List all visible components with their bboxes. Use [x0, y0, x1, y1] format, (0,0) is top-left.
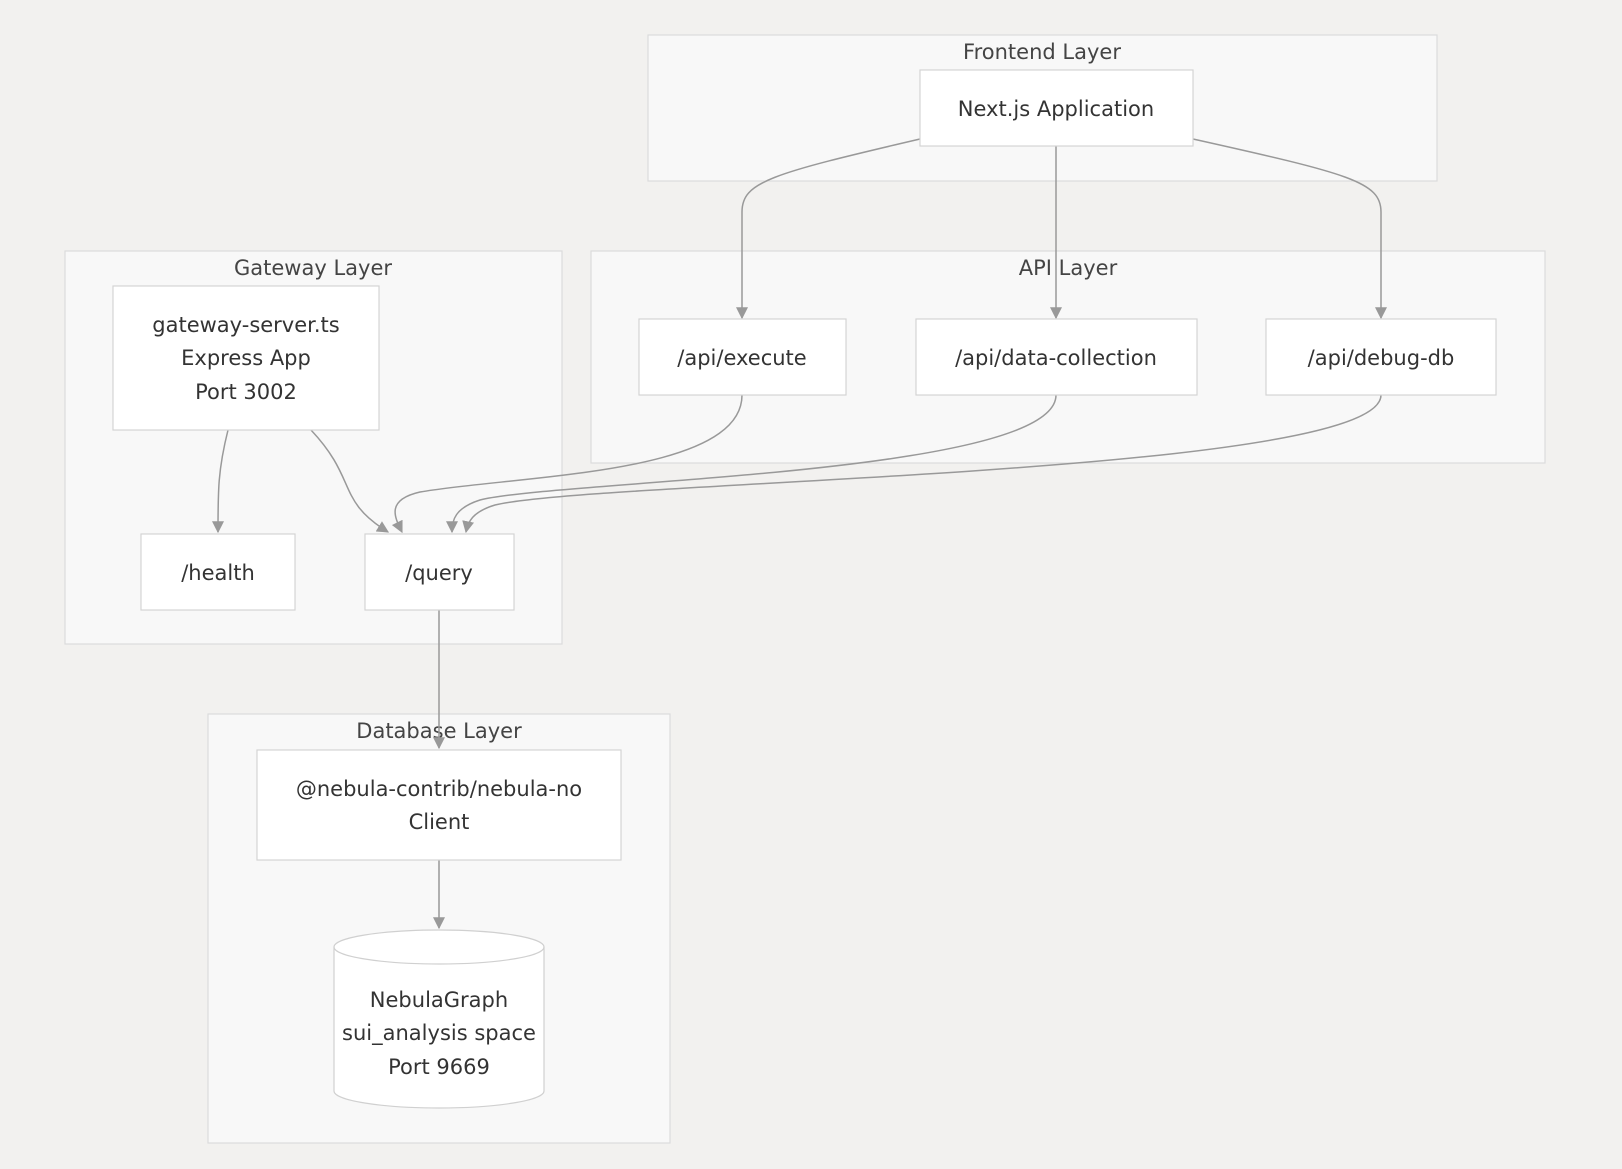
cluster-api-label: API Layer: [1019, 256, 1118, 280]
node-nextjs-label: Next.js Application: [958, 97, 1154, 121]
edge-nextjs-to-api-debug-db: [1192, 138, 1387, 320]
node-gateway-server-line1: gateway-server.ts: [152, 313, 339, 337]
node-nebula-graph-database[interactable]: NebulaGraph sui_analysis space Port 9669: [333, 929, 545, 1109]
node-api-data-collection-label: /api/data-collection: [955, 346, 1157, 370]
database-cylinder-top: [333, 946, 545, 965]
node-nebula-client[interactable]: @nebula-contrib/nebula-no Client: [256, 749, 622, 861]
edge-gateway-to-query: [310, 429, 390, 533]
cluster-gateway-label: Gateway Layer: [234, 256, 392, 280]
node-api-execute-label: /api/execute: [677, 346, 806, 370]
node-nebula-client-line2: Client: [409, 810, 470, 834]
node-api-execute[interactable]: /api/execute: [638, 318, 847, 396]
edge-nextjs-to-api-execute: [736, 138, 921, 320]
node-api-debug-db[interactable]: /api/debug-db: [1265, 318, 1497, 396]
node-nextjs-application[interactable]: Next.js Application: [919, 69, 1194, 147]
node-api-data-collection[interactable]: /api/data-collection: [915, 318, 1198, 396]
node-health-label: /health: [181, 561, 255, 585]
edge-gateway-to-health: [212, 429, 229, 534]
edge-api-debug-db-to-query: [462, 394, 1382, 534]
node-api-debug-db-label: /api/debug-db: [1308, 346, 1455, 370]
cluster-frontend-label: Frontend Layer: [963, 40, 1121, 64]
node-nebula-graph-line2: sui_analysis space: [342, 1021, 536, 1046]
edge-api-execute-to-query: [391, 394, 743, 534]
node-gateway-server[interactable]: gateway-server.ts Express App Port 3002: [112, 285, 380, 431]
node-health[interactable]: /health: [140, 533, 296, 611]
edges: [212, 138, 1387, 930]
node-gateway-server-line3: Port 3002: [195, 380, 297, 404]
node-nebula-graph-line3: Port 9669: [388, 1055, 490, 1079]
database-cylinder-icon: [333, 929, 545, 1109]
node-nebula-graph-line1: NebulaGraph: [370, 988, 508, 1012]
edge-api-data-collection-to-query: [446, 394, 1057, 534]
node-query-label: /query: [405, 561, 473, 585]
node-nebula-client-line1: @nebula-contrib/nebula-no: [296, 777, 582, 801]
node-query[interactable]: /query: [364, 533, 515, 611]
node-gateway-server-line2: Express App: [181, 346, 311, 370]
